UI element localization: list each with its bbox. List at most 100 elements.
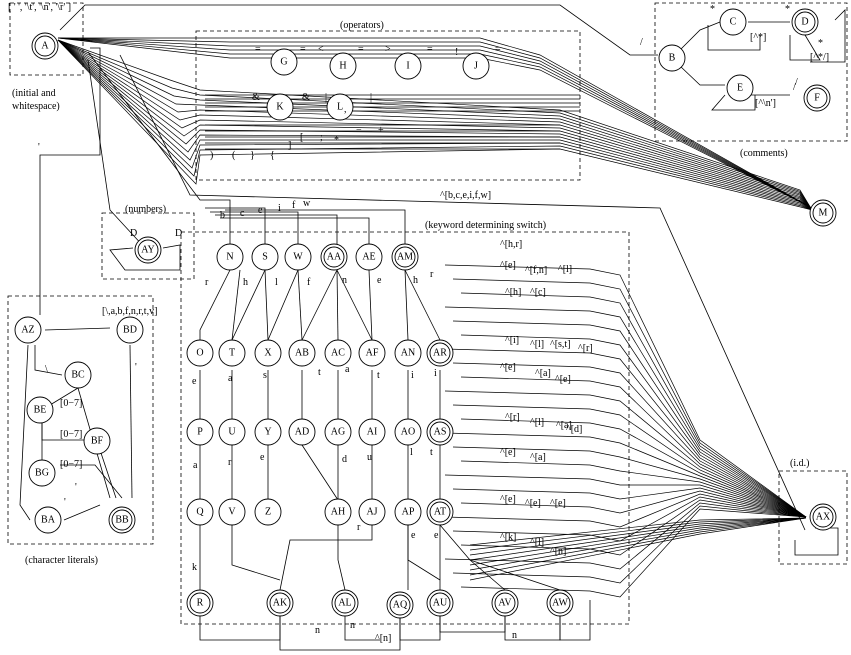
edge-label: ; (320, 132, 323, 143)
edge-label: e (434, 530, 439, 541)
edge-label: a (193, 460, 198, 471)
edge-label: t (430, 447, 433, 458)
edge-label: ^[l] (530, 537, 544, 548)
state-node-h: H (329, 52, 357, 80)
edge-label: D (175, 228, 182, 239)
state-node-u: U (218, 418, 246, 446)
svg-text:AK: AK (273, 598, 288, 609)
edge-label: h (243, 277, 248, 288)
transition-bundles (57, 37, 813, 598)
edge-label: + (378, 125, 384, 136)
edge-label: = (427, 44, 433, 55)
edge-label: ^[e] (500, 447, 516, 458)
edge-label: / (793, 82, 796, 93)
state-node-at: AT (426, 498, 454, 526)
state-node-an: AN (394, 339, 422, 367)
svg-text:I: I (406, 61, 409, 72)
edge-label: ^[l] (530, 339, 544, 350)
initial-group-label-2: whitespace) (12, 101, 60, 112)
state-node-bb: BB (108, 506, 136, 534)
edge-label: / (640, 37, 643, 48)
state-node-w: W (284, 243, 312, 271)
svg-text:AO: AO (401, 427, 415, 438)
state-node-x: X (254, 339, 282, 367)
svg-text:AL: AL (338, 598, 351, 609)
state-node-au: AU (426, 589, 454, 617)
state-node-af: AF (358, 339, 386, 367)
edge-label: ^[h,r] (500, 239, 522, 250)
state-node-ac: AC (324, 339, 352, 367)
edge-label: | (325, 92, 327, 103)
edge-label: l (275, 277, 278, 288)
state-node-aq: AQ (386, 591, 414, 619)
edge-label: ^[e] (500, 362, 516, 373)
operators-group-label: (operators) (340, 20, 384, 31)
edge-label: ^[c] (530, 287, 546, 298)
edge-label: ^[r] (578, 343, 593, 354)
edge-label: = (358, 44, 364, 55)
id-group-label: (i.d.) (790, 458, 809, 469)
svg-text:AW: AW (552, 598, 568, 609)
edge-label: ^[l] (530, 417, 544, 428)
svg-text:D: D (801, 17, 808, 28)
state-node-k: K (266, 93, 294, 121)
svg-text:AS: AS (434, 427, 447, 438)
svg-text:C: C (730, 17, 737, 28)
state-node-ae: AE (355, 243, 383, 271)
state-node-z: Z (254, 498, 282, 526)
state-node-bg: BG (28, 459, 56, 487)
transition-edges (19, 4, 846, 651)
edge-label: < (318, 44, 324, 55)
state-node-az: AZ (14, 316, 42, 344)
group-box-id (778, 470, 848, 565)
edge-label: ^[e] (525, 498, 541, 509)
edge-label: [0−7] (60, 429, 82, 440)
svg-text:A: A (41, 41, 49, 52)
edge-label: , (344, 104, 347, 115)
svg-text:P: P (197, 427, 203, 438)
edge-label: * (334, 135, 339, 146)
edge-label: \ (45, 364, 48, 375)
edge-label: { (270, 150, 275, 161)
svg-text:V: V (228, 507, 236, 518)
edge-label: l (410, 447, 413, 458)
state-node-ab: AB (288, 339, 316, 367)
edge-label: [\,a,b,f,n,r,t,v] (102, 306, 157, 317)
edge-label: ] (288, 140, 291, 151)
edge-label: u (367, 452, 372, 463)
state-node-ag: AG (324, 418, 352, 446)
svg-text:R: R (197, 598, 204, 609)
group-box-operators (195, 30, 581, 181)
svg-text:W: W (293, 252, 303, 263)
svg-text:AX: AX (816, 512, 831, 523)
svg-text:BC: BC (71, 370, 85, 381)
svg-text:T: T (229, 348, 235, 359)
svg-text:AB: AB (295, 348, 309, 359)
edge-label: ^[e] (500, 260, 516, 271)
state-node-ba: BA (34, 506, 62, 534)
state-node-bd: BD (116, 316, 144, 344)
edge-label: f (307, 277, 311, 288)
state-node-e: E (726, 74, 754, 102)
svg-text:BB: BB (115, 515, 129, 526)
svg-text:AQ: AQ (393, 600, 408, 611)
state-node-c: C (719, 8, 747, 36)
edge-label: [^*/] (810, 52, 829, 63)
edge-label: > (385, 44, 391, 55)
svg-text:BD: BD (123, 325, 137, 336)
svg-text:J: J (474, 61, 478, 72)
svg-text:Z: Z (265, 507, 271, 518)
state-node-g: G (270, 48, 298, 76)
state-node-aj: AJ (358, 498, 386, 526)
edge-label: w (303, 198, 311, 209)
edge-label: ^[e] (500, 494, 516, 505)
keyword-group-label: (keyword determining switch) (425, 220, 546, 231)
edge-label: [ (300, 132, 303, 143)
svg-text:AU: AU (433, 598, 448, 609)
svg-text:AM: AM (397, 252, 413, 263)
edge-label: ^[b,c,e,i,f,w] (440, 190, 491, 201)
edge-label: ^[a] (530, 452, 546, 463)
state-node-s: S (251, 243, 279, 271)
